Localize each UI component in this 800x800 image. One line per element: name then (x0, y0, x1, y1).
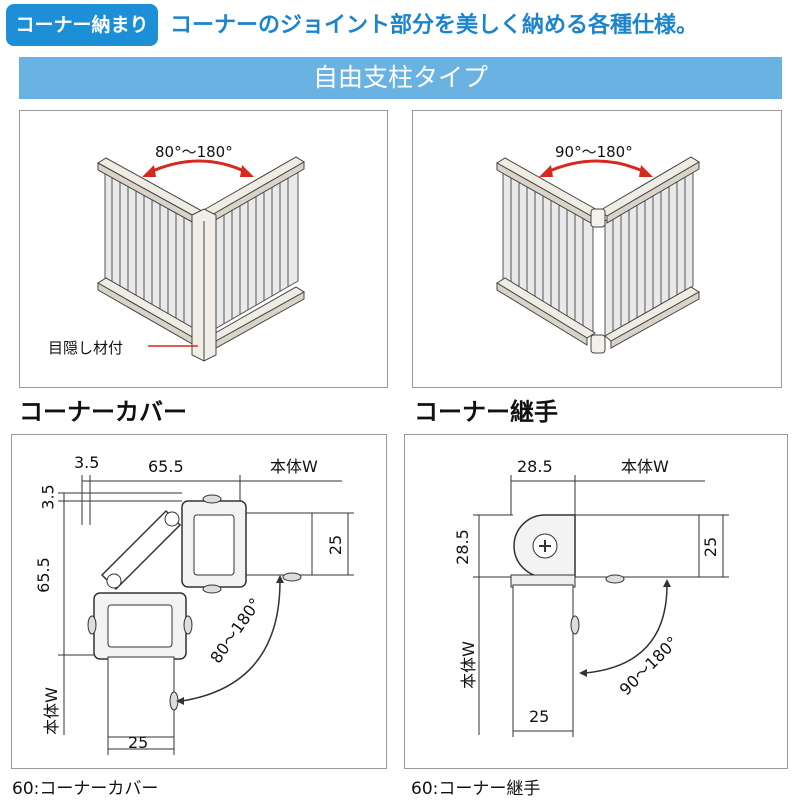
dim-body-w-top: 本体W (270, 457, 318, 476)
dim-25-bottom: 25 (128, 733, 149, 752)
corner-joint-plan-drawing: 28.5 本体W 28.5 25 本体W 25 90〜180° (404, 434, 788, 769)
dim-28-5-top: 28.5 (517, 457, 553, 476)
dim-65-5-top: 65.5 (148, 457, 184, 476)
corner-cover-plan-drawing: 3.5 65.5 本体W 3.5 65.5 25 本体W 25 80〜180° (11, 434, 387, 769)
dim-65-5-left: 65.5 (33, 557, 53, 593)
corner-joint-plan-svg (473, 475, 729, 737)
dim-body-w-left: 本体W (458, 641, 478, 689)
corner-cover-illustration: 80°〜180° 目隠し材付 (19, 110, 388, 388)
screen-member-callout: 目隠し材付 (48, 339, 124, 357)
angle-label: 80°〜180° (155, 143, 233, 161)
corner-joint-illustration: 90°〜180° (412, 110, 782, 388)
headline: コーナーのジョイント部分を美しく納める各種仕様。 (170, 13, 699, 38)
dim-body-w-left: 本体W (41, 687, 61, 735)
dim-25-right: 25 (326, 534, 346, 556)
section-banner: 自由支柱タイプ (19, 57, 782, 99)
angle-label: 90°〜180° (555, 143, 633, 161)
dim-3-5-top: 3.5 (74, 453, 100, 472)
dim-28-5-left: 28.5 (452, 529, 472, 565)
dim-body-w-top: 本体W (621, 457, 669, 476)
dim-25-bottom: 25 (529, 707, 550, 726)
corner-cover-footer: 60:コーナーカバー (12, 779, 159, 799)
corner-finish-badge: コーナー納まり (6, 4, 158, 46)
corner-cover-plan-svg (58, 475, 354, 755)
corner-joint-fence-drawing (496, 156, 700, 354)
corner-joint-footer: 60:コーナー継手 (411, 779, 541, 799)
corner-cover-fence-drawing (97, 156, 305, 362)
corner-joint-caption: コーナー継手 (414, 398, 558, 426)
corner-cover-caption: コーナーカバー (19, 398, 187, 426)
dim-3-5-left: 3.5 (38, 484, 58, 510)
dim-25-right: 25 (701, 536, 721, 558)
